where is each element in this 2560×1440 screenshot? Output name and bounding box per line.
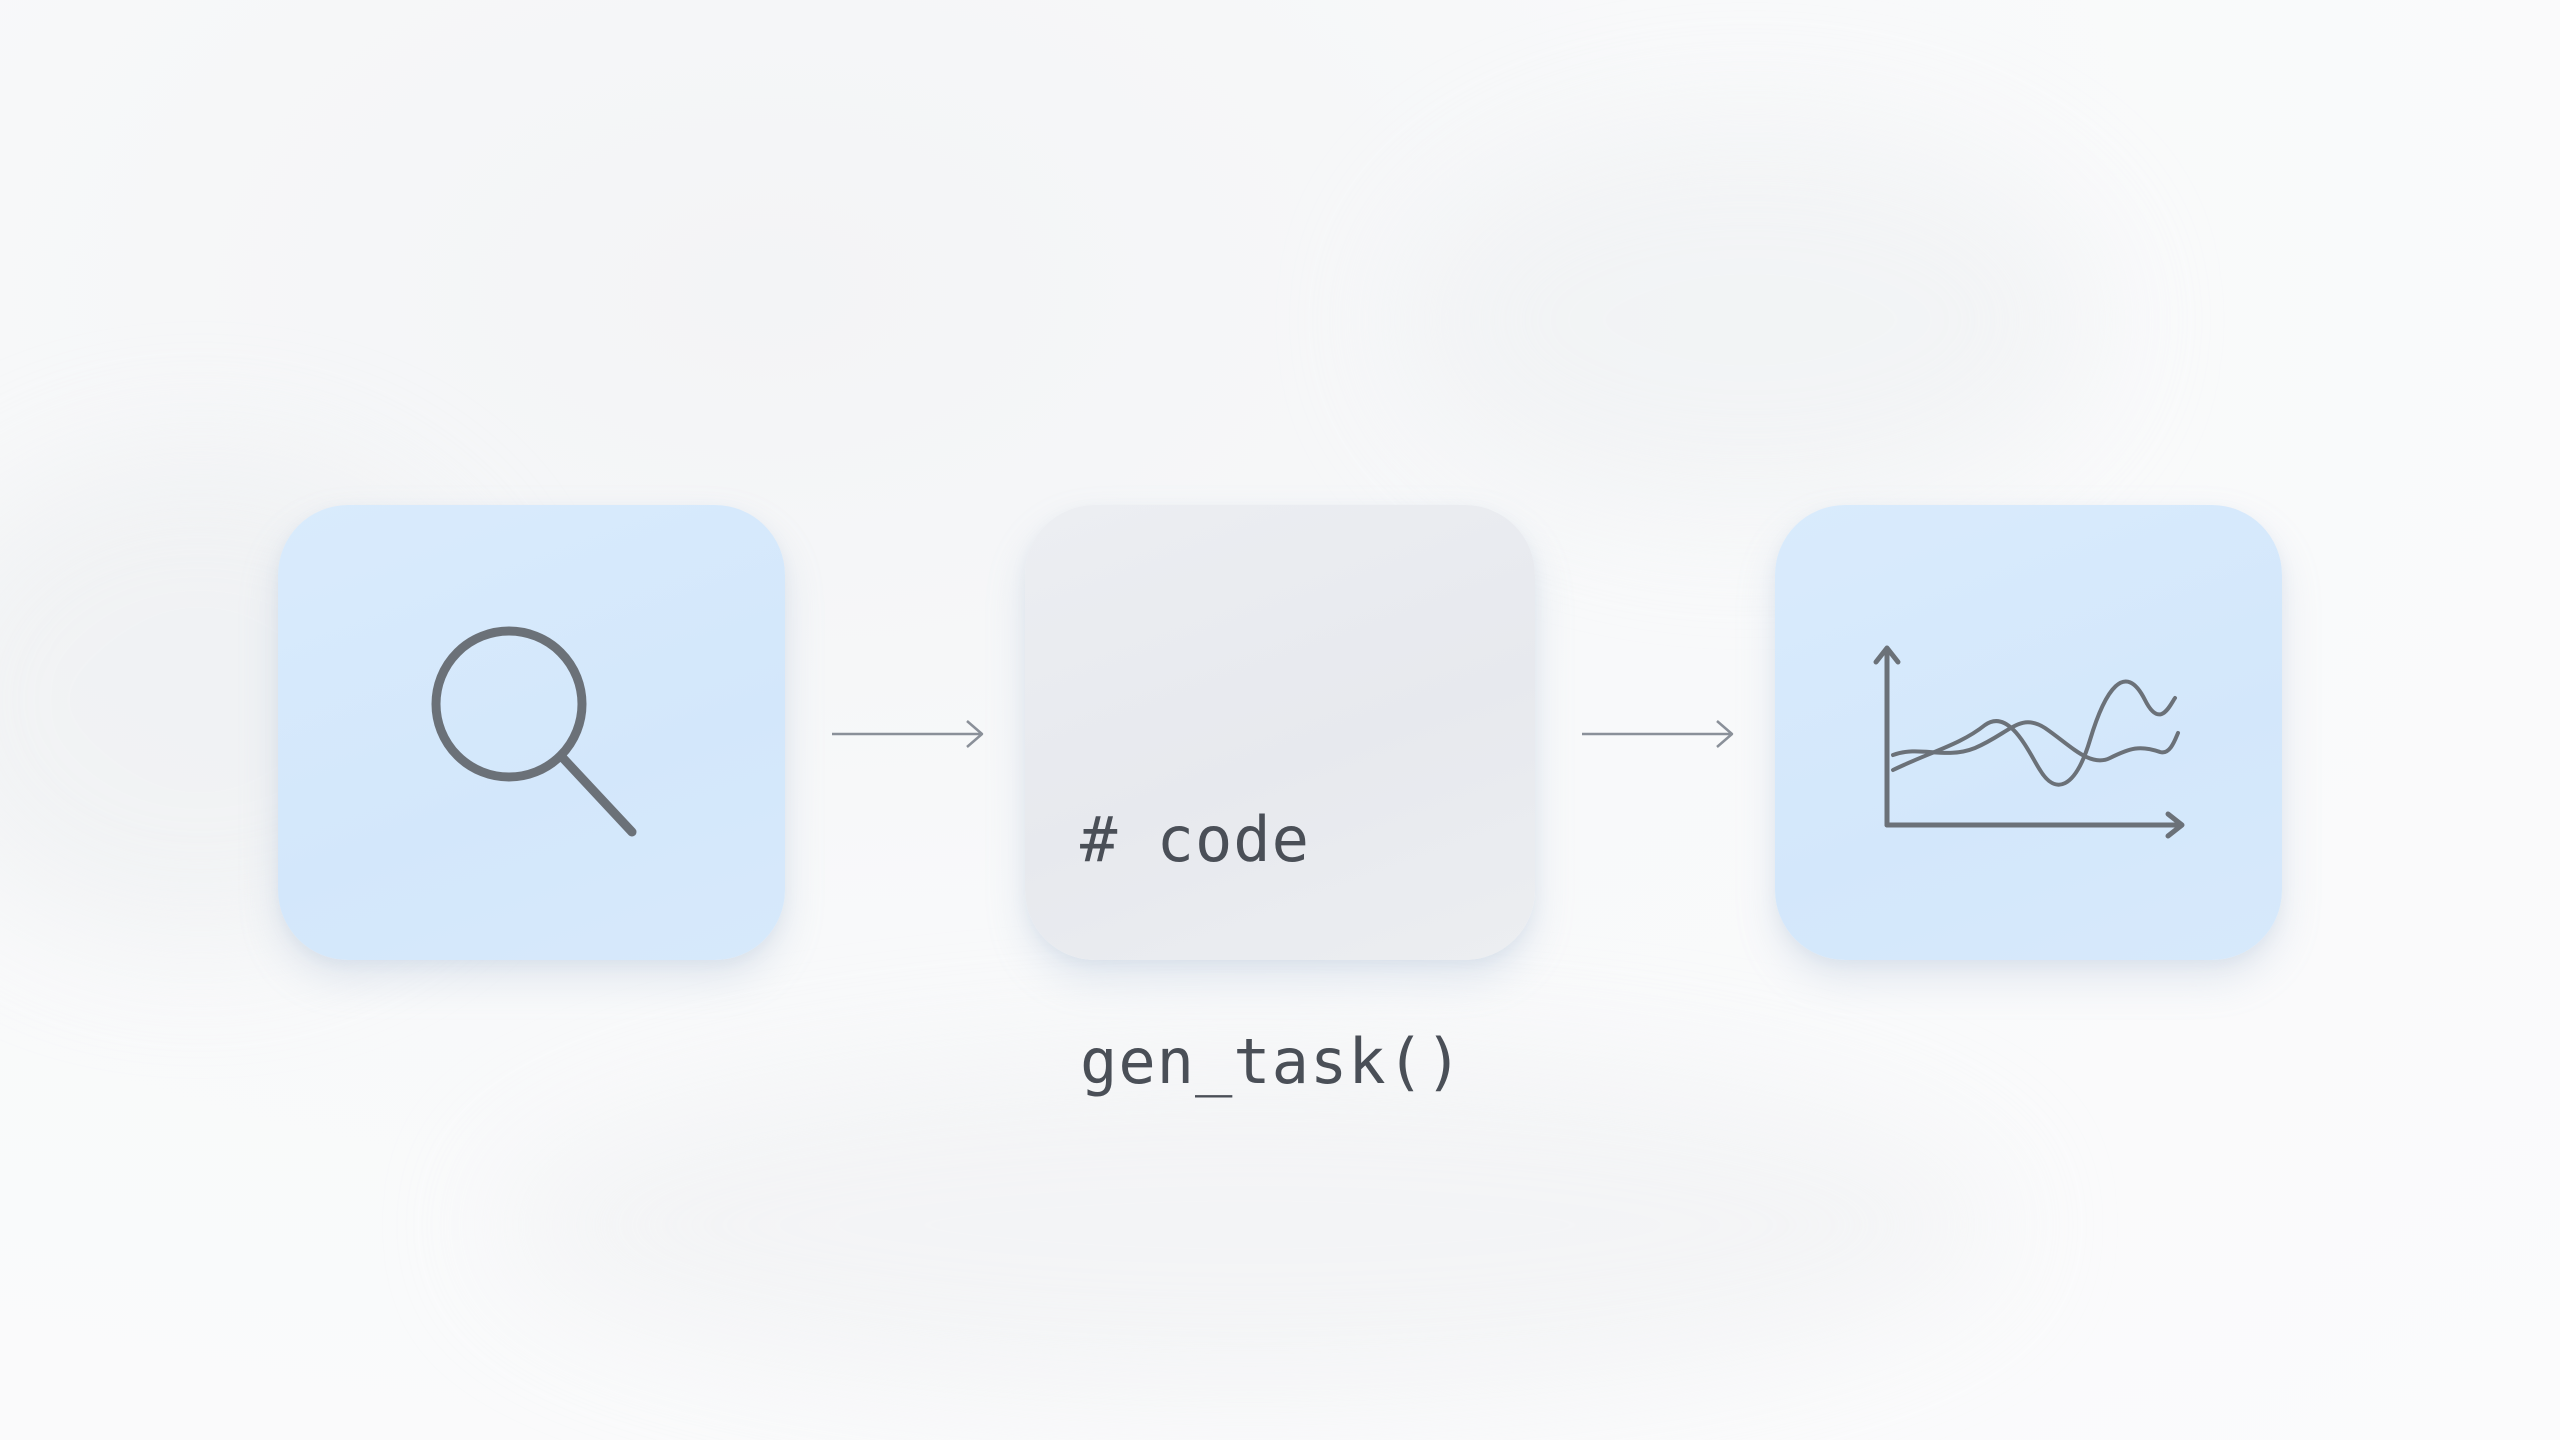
code-comment-line: # code [1080,803,1310,876]
background-haze [1400,120,2100,520]
code-snippet: # code gen_task() [1080,655,1463,1173]
code-call-line: gen_task() [1080,1025,1464,1098]
code-step-card [1025,505,1535,960]
chart-step-card [1775,505,2282,960]
search-step-card [278,505,785,960]
